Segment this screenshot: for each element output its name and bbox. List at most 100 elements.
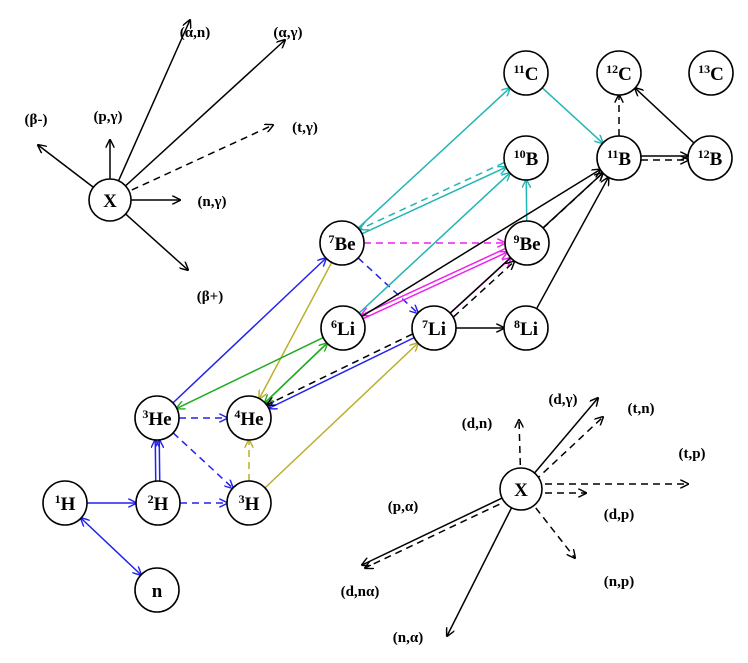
nuclide-circle [596,135,642,181]
nuclide-label: 4He [234,407,263,430]
edge-Li8-B11 [535,177,609,310]
label-an: (α,n) [180,25,210,41]
edge-H3-Li7 [264,343,418,489]
label-dna: (d,nα) [341,584,380,600]
edge-He3-H3 [172,432,233,488]
edge-B10-Be7 [360,162,505,230]
nuclide-Li7: 7Li [411,305,457,351]
nuclide-circle [226,395,272,441]
nuclide-label: 2H [148,492,169,515]
label-dg: (d,γ) [548,392,577,408]
nuclide-circle [687,135,733,181]
edge-Li6-He3 [177,336,324,409]
label-pa: (p,α) [388,499,418,515]
nuclide-label: n [152,581,163,602]
label-bminus: (β-) [25,112,48,128]
nuclide-label: 12B [698,147,723,170]
legend-top-center-label: X [103,191,117,212]
edge-C11-B11 [541,87,603,143]
label-dn: (d,n) [462,416,492,432]
nuclide-label: 11C [513,62,538,85]
nuclide-H3: 3H [226,480,272,526]
an-arrow [109,20,190,201]
edge-H1-n [81,518,141,575]
label-na: (n,α) [393,630,423,646]
edge-Be9-Li6 [361,247,506,316]
label-np: (n,p) [604,574,634,590]
edge-Li6-B10 [358,173,510,314]
label-ng: (n,γ) [197,194,226,210]
dna-arrow [362,488,522,565]
nuclide-B12: 12B [687,135,733,181]
label-tp: (t,p) [678,446,705,462]
edge-Li7-He4 [267,333,413,405]
legend-bottom-center-label: X [514,480,528,501]
edge-Li7-He4 [269,336,415,409]
ag-arrow [109,40,285,201]
tg-arrow [109,125,273,201]
edge-Li6-Be9 [362,252,507,320]
nuclide-n: n [134,567,180,613]
nuclide-circle [134,395,180,441]
edge-Li6-He4 [265,342,328,403]
nuclide-H1: 1H [42,480,88,526]
na-arrow [447,488,522,636]
nuclide-B10: 10B [503,135,549,181]
reaction-legend-bottom: X (d,γ) (t,n) (d,n) (t,p) (p,α) (d,p) (d… [341,392,706,646]
label-tn: (t,n) [627,401,654,417]
nuclide-circle [411,305,457,351]
edge-Li6-B11 [361,170,601,318]
nuclide-C13: 13C [688,50,734,96]
nuclide-circle [226,480,272,526]
edge-Be9-B11 [542,173,603,229]
nuclide-circle [42,480,88,526]
label-tg: (t,γ) [292,120,318,136]
nuclide-circle [596,50,642,96]
nuclide-circle [504,220,550,266]
legend-bottom-center-circle [499,467,543,511]
legend-top-center-circle [88,178,132,222]
label-bplus: (β+) [197,289,223,305]
nuclide-circle [688,50,734,96]
nuclide-H2: 2H [135,480,181,526]
edge-He3-Be7 [172,258,326,404]
edge-Li7-Be9 [453,262,515,318]
pa-arrow [365,493,522,568]
label-pg: (p,γ) [93,109,122,125]
nuclide-nodes: 1H 2H 3H n 3He 4He 6Li 7Li 8Li 7Be 9Be 10B 11B 12B 11C… [42,50,734,613]
edge-Be7-He4 [259,262,333,398]
nuclide-circle [320,305,366,351]
nuclide-label: 8Li [514,317,538,340]
nuclide-label: 10B [514,147,539,170]
label-dp: (d,p) [604,507,634,523]
nuclide-label: 13C [698,62,724,85]
nuclide-He4: 4He [226,395,272,441]
nuclide-B11: 11B [596,135,642,181]
nuclide-Be9: 9Be [504,220,550,266]
nuclide-Be7: 7Be [319,220,365,266]
edge-Be7-B10 [361,167,506,235]
edge-Be7-C11 [357,88,510,229]
nuclide-label: 9Be [513,232,540,255]
nuclide-circle [503,135,549,181]
nuclide-He3: 3He [134,395,180,441]
nuclide-C12: 12C [596,50,642,96]
nuclide-label: 1H [55,492,76,515]
nuclide-Li8: 8Li [503,305,549,351]
nuclide-circle [135,480,181,526]
nuclide-Li6: 6Li [320,305,366,351]
nuclide-label: 6Li [331,317,355,340]
nuclide-circle [503,305,549,351]
nuclide-circle [319,220,365,266]
nuclide-label: 7Li [422,317,446,340]
nuclide-circle [134,567,180,613]
nuclide-label: 7Be [328,232,355,255]
nuclide-label: 3H [239,492,260,515]
nuclide-C11: 11C [503,50,549,96]
reaction-legend-top: X (α,n) (α,γ) (β-) (p,γ) (t,γ) (n,γ) (β+… [25,20,318,305]
nuclide-label: 3He [142,407,171,430]
nuclide-label: 11B [607,147,631,170]
label-ag: (α,γ) [273,25,302,41]
nuclide-circle [503,50,549,96]
